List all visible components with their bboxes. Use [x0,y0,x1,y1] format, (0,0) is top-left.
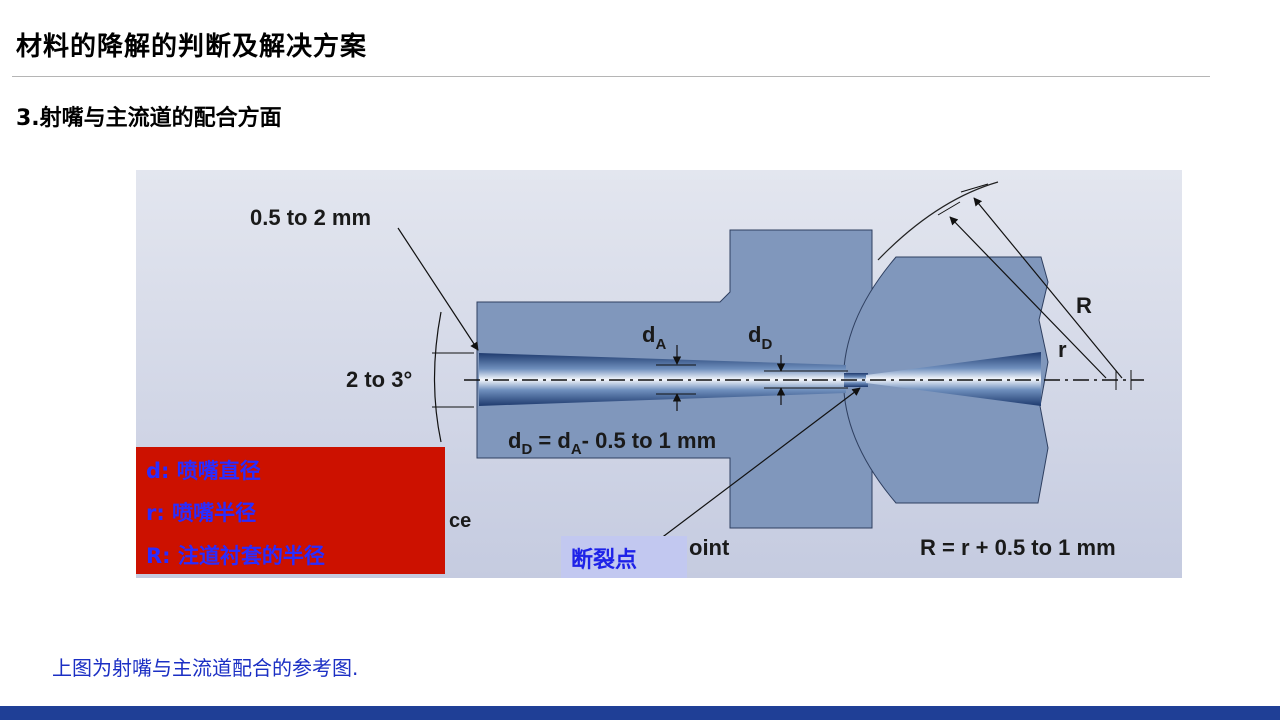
slide-title: 材料的降解的判断及解决方案 [16,32,368,62]
big-R-label: R [1076,293,1092,318]
dA-label: dA [642,322,666,353]
r-dimension-line [949,216,1107,379]
r-extension-line [937,201,961,216]
section-heading: 3.射嘴与主流道的配合方面 [16,106,282,131]
fracture-point-text: 断裂点 [571,548,638,573]
taper-angle-label: 2 to 3° [346,367,412,392]
legend-item-d: d: 喷嘴直径 [146,459,261,483]
legend-box: d: 喷嘴直径 r: 喷嘴半径 R: 注道衬套的半径 [136,447,445,574]
R-extension-line [960,183,989,193]
legend-item-r: r: 喷嘴半径 [146,501,257,525]
land-length-leader [397,227,479,351]
legend-item-R: R: 注道衬套的半径 [146,544,325,568]
R-formula-label: R = r + 0.5 to 1 mm [920,535,1116,560]
outer-radius-arc [877,181,999,261]
R-dimension-line [973,197,1123,379]
partial-label-point: oint [689,535,730,560]
partial-label-ce: ce [449,510,471,532]
small-r-label: r [1058,337,1067,362]
fracture-point-leader [655,387,861,543]
dD-label: dD [748,322,772,353]
title-divider [12,76,1210,77]
taper-angle-arc [433,311,442,443]
bottom-bar [0,706,1280,720]
fracture-point-callout: 断裂点 [561,536,687,578]
figure-caption: 上图为射嘴与主流道配合的参考图. [52,656,359,680]
nozzle-bore [479,353,846,406]
sprue-bore [866,352,1041,406]
land-length-label: 0.5 to 2 mm [250,205,371,230]
dD-formula-label: dD = dA- 0.5 to 1 mm [508,428,716,458]
